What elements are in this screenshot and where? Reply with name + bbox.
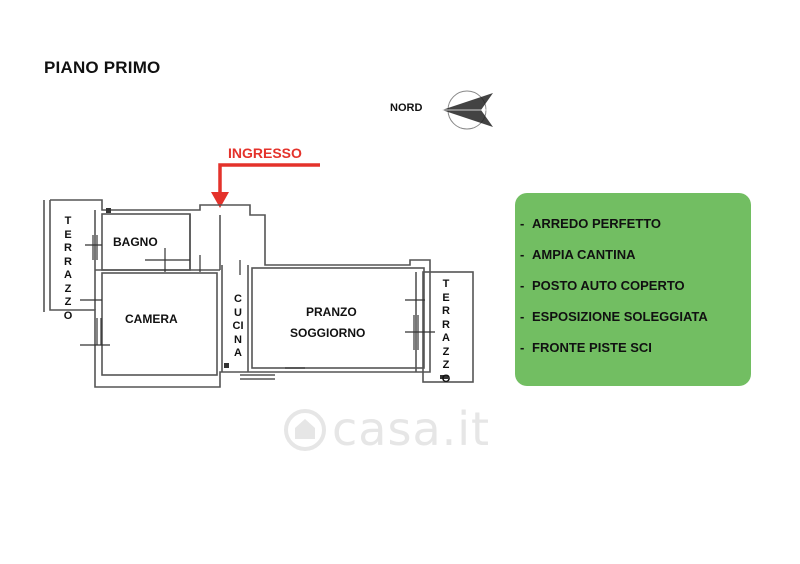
- compass-label: NORD: [390, 102, 423, 114]
- page-title: PIANO PRIMO: [44, 58, 161, 77]
- entrance-arrow-icon: [211, 163, 320, 208]
- list-item: -ARREDO PERFETTO: [520, 216, 662, 231]
- list-item: -ESPOSIZIONE SOLEGGIATA: [520, 309, 708, 324]
- compass-icon: [442, 90, 493, 130]
- room-label-camera: CAMERA: [125, 312, 178, 326]
- features-list: -ARREDO PERFETTO -AMPIA CANTINA -POSTO A…: [515, 193, 751, 355]
- entrance-label: INGRESSO: [228, 145, 302, 161]
- room-label-pranzo: PRANZO: [306, 305, 357, 319]
- room-label-cucina: CUCINA: [232, 293, 244, 359]
- list-item: -FRONTE PISTE SCI: [520, 340, 652, 355]
- floor-plan: [43, 199, 474, 388]
- room-label-terrazzo-right: TERRAZZO: [441, 278, 451, 385]
- room-label-bagno: BAGNO: [113, 235, 158, 249]
- list-item: -AMPIA CANTINA: [520, 247, 636, 262]
- features-panel: -ARREDO PERFETTO -AMPIA CANTINA -POSTO A…: [515, 193, 751, 386]
- room-label-terrazzo-left: TERRAZZO: [63, 215, 73, 322]
- watermark: casa.it: [332, 402, 491, 456]
- room-label-soggiorno: SOGGIORNO: [290, 326, 366, 340]
- watermark-house-icon: [284, 409, 326, 451]
- list-item: -POSTO AUTO COPERTO: [520, 278, 685, 293]
